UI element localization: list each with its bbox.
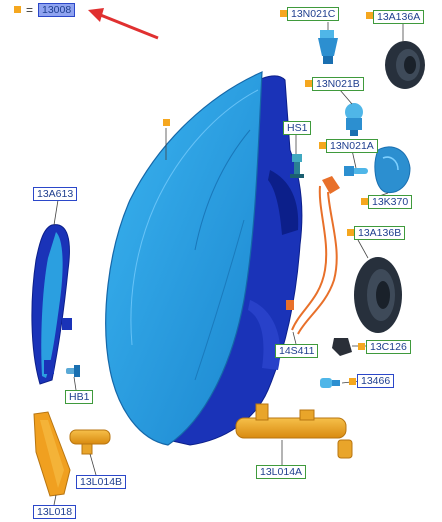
label-hb1[interactable]: HB1 <box>65 390 94 404</box>
marker-13466-icon <box>349 378 356 385</box>
marker-13a136a-icon <box>366 12 373 19</box>
label-13466[interactable]: 13466 <box>357 374 395 388</box>
grommet-13a136b-part <box>354 257 402 333</box>
marker-headlamp-icon <box>163 119 170 126</box>
cover-13l018-part <box>33 411 71 497</box>
marker-13k370-icon <box>361 198 368 205</box>
clip-13c126-part <box>332 338 352 356</box>
bulb-13n021c-part <box>318 30 338 64</box>
label-13n021b[interactable]: 13N021B <box>312 77 364 91</box>
bulb-13466-part <box>320 378 340 388</box>
label-13n021a[interactable]: 13N021A <box>326 139 378 153</box>
bulb-13n021a-part <box>344 166 368 176</box>
label-13k370[interactable]: 13K370 <box>368 195 413 209</box>
label-hs1[interactable]: HS1 <box>283 121 312 135</box>
headlamp-assembly <box>105 71 303 446</box>
pointer-arrow <box>88 8 159 40</box>
marker-13n021c-icon <box>280 10 287 17</box>
label-13a613[interactable]: 13A613 <box>33 187 78 201</box>
label-13l018[interactable]: 13L018 <box>33 505 77 519</box>
label-13l014a[interactable]: 13L014A <box>256 465 307 479</box>
side-lamp-part <box>31 224 72 385</box>
marker-13n021b-icon <box>305 80 312 87</box>
grommet-13a136a-part <box>385 41 425 89</box>
hb1-bulb-part <box>66 365 80 377</box>
marker-13c126-icon <box>358 343 365 350</box>
socket-13k370-part <box>374 146 411 194</box>
hs1-bulb-part <box>290 154 304 178</box>
label-13n021c[interactable]: 13N021C <box>287 7 340 21</box>
legend-equals: = <box>26 3 34 17</box>
marker-13a136b-icon <box>347 229 354 236</box>
legend-part-number[interactable]: 13008 <box>38 3 76 17</box>
label-13a136b[interactable]: 13A136B <box>354 226 406 240</box>
actuator-13l014b-part <box>69 429 111 455</box>
label-13a136a[interactable]: 13A136A <box>373 10 425 24</box>
label-14s411[interactable]: 14S411 <box>275 344 319 358</box>
cylinder-13l014a-part <box>235 403 353 459</box>
wiring-harness-part <box>286 176 340 335</box>
label-13l014b[interactable]: 13L014B <box>76 475 127 489</box>
legend-marker-icon <box>14 6 21 13</box>
bulb-13n021b-part <box>345 103 363 136</box>
marker-13n021a-icon <box>319 142 326 149</box>
label-13c126[interactable]: 13C126 <box>366 340 411 354</box>
